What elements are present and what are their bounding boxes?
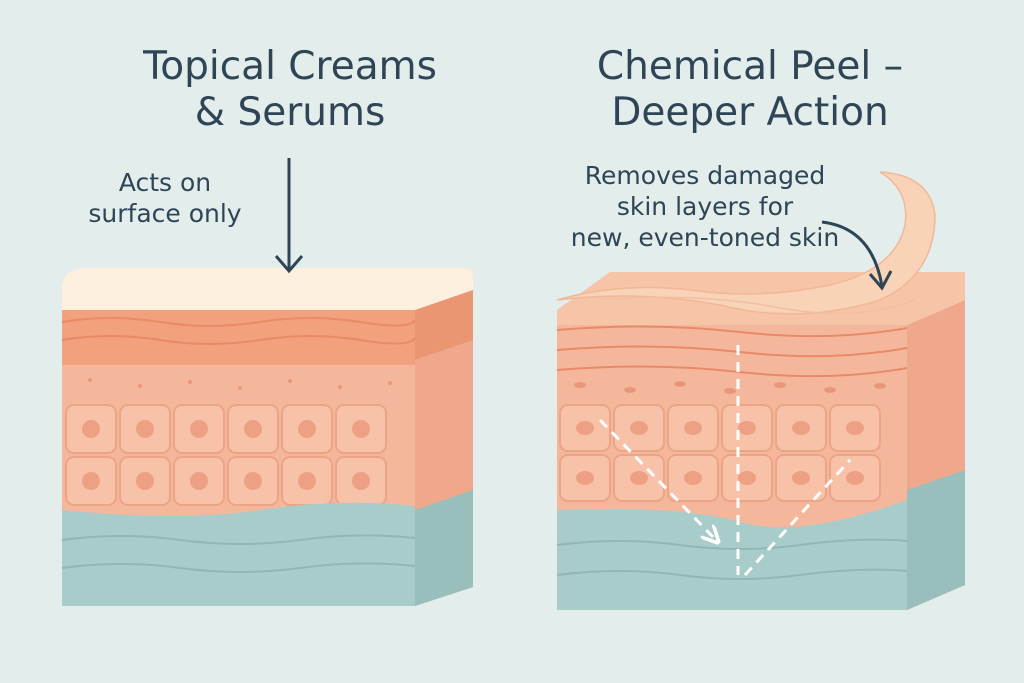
right-note-line3: new, even-toned skin — [570, 223, 840, 252]
peel-film-edge — [599, 296, 916, 315]
left-wave-line — [61, 317, 416, 327]
right-block-side-dermis — [907, 470, 965, 610]
left-title-line1: Topical Creams — [143, 44, 437, 89]
right-note-line1: Removes damaged — [584, 161, 826, 190]
right-dermis-wave — [556, 538, 908, 550]
right-note-line2: skin layers for — [616, 192, 794, 221]
right-title-line2: Deeper Action — [611, 90, 889, 135]
left-panel-note: Acts on surface only — [60, 167, 270, 229]
left-cream-layer — [62, 268, 473, 310]
dashed-arrow-icon — [598, 345, 852, 577]
left-note-line2: surface only — [88, 199, 242, 228]
left-cell-grid — [65, 404, 387, 506]
right-wave-line — [556, 365, 908, 378]
right-dermis — [557, 500, 907, 610]
left-cell-nuclei — [82, 420, 370, 490]
left-dermis-wave — [61, 534, 416, 545]
left-wave-line — [61, 335, 416, 345]
left-title-line2: & Serums — [194, 90, 386, 135]
down-arrow-icon — [274, 158, 304, 274]
left-top-epidermis — [62, 303, 415, 365]
left-panel-title: Topical Creams & Serums — [80, 44, 500, 136]
peel-film — [556, 171, 936, 315]
left-dermis-wave — [61, 562, 416, 573]
right-panel-note: Removes damaged skin layers for new, eve… — [540, 160, 870, 253]
left-dermis — [62, 502, 415, 606]
curved-arrow-icon — [821, 220, 893, 291]
left-block-side-dermis — [415, 490, 473, 606]
right-dermis-wave — [556, 568, 908, 580]
left-dots — [88, 378, 392, 390]
right-wave-line — [556, 325, 908, 338]
right-cell-nuclei — [576, 421, 864, 485]
left-skin-block — [61, 268, 473, 606]
right-title-line1: Chemical Peel – — [596, 44, 904, 89]
right-wave-line — [556, 345, 908, 358]
right-dots — [574, 381, 886, 394]
left-note-line1: Acts on — [118, 168, 212, 197]
right-panel-title: Chemical Peel – Deeper Action — [530, 44, 970, 136]
